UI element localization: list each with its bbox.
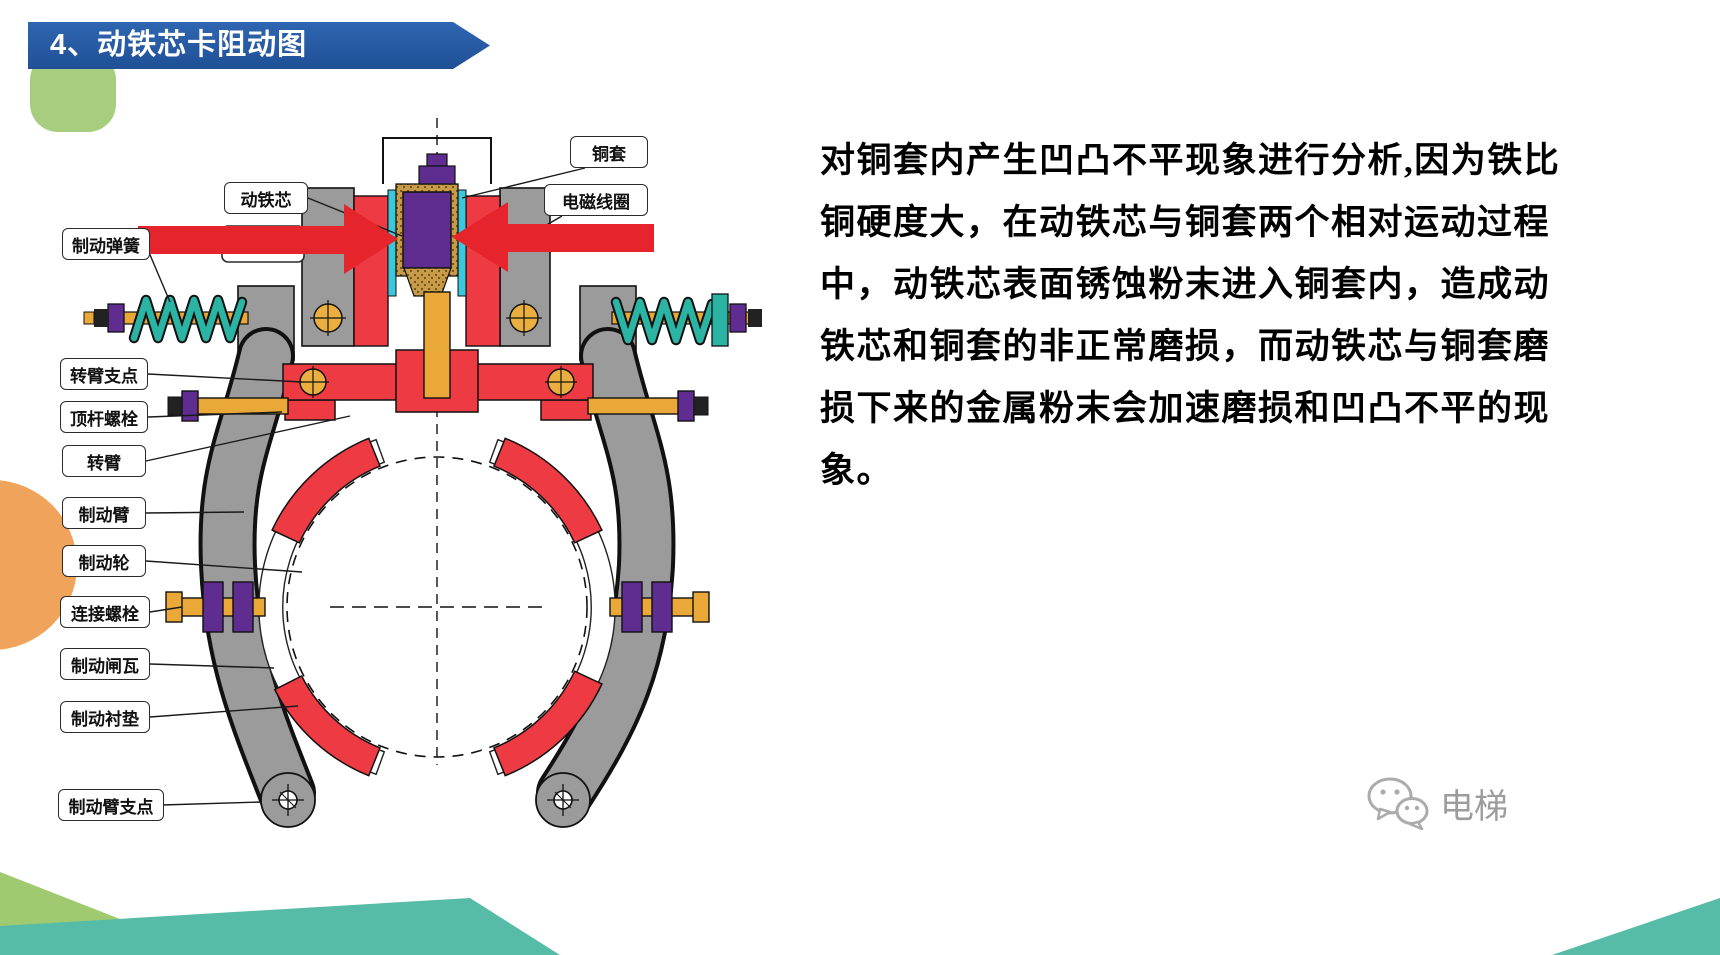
label-brake-arm-pivot: 制动臂支点 [58, 789, 164, 821]
brake-arm-pivot-left [260, 772, 316, 828]
top-bracket [382, 137, 492, 184]
jam-arrow-right [452, 202, 654, 272]
top-bolt [426, 153, 448, 167]
paragraph-line: 铁芯和铜套的非正常磨损，而动铁芯与铜套磨 [820, 327, 1551, 366]
label-copper-sleeve: 铜套 [570, 136, 648, 168]
slide-title-banner: 4、动铁芯卡阻动图 [28, 22, 490, 69]
watermark-text: 电梯 [1440, 787, 1508, 826]
paragraph-line: 损下来的金属粉末会加速磨损和凹凸不平的现 [820, 389, 1551, 428]
brake-spring-right [610, 293, 762, 347]
label-arm-pivot: 转臂支点 [60, 358, 148, 390]
label-brake-shoe: 制动闸瓦 [60, 648, 150, 680]
push-rod [423, 291, 451, 399]
paragraph-line: 中，动铁芯表面锈蚀粉末进入铜套内，造成动 [820, 265, 1551, 304]
label-brake-arm: 制动臂 [62, 497, 146, 529]
wechat-watermark: 电梯 [1366, 776, 1508, 830]
brake-arm-pivot-right [535, 772, 591, 828]
label-electromagnetic-coil: 电磁线圈 [544, 184, 648, 216]
moving-iron-core-part [402, 191, 452, 269]
label-push-rod-bolt: 顶杆螺栓 [60, 401, 148, 433]
brake-arm-right [536, 285, 676, 822]
decor-teal-triangle-bottomright [1552, 898, 1720, 955]
label-brake-lining: 制动衬垫 [60, 701, 150, 733]
push-rod-bolt-right [587, 390, 709, 422]
label-rotating-arm: 转臂 [62, 445, 146, 477]
brake-spring-left [83, 294, 249, 344]
label-brake-wheel: 制动轮 [62, 545, 146, 577]
label-brake-spring: 制动弹簧 [62, 228, 150, 260]
electromagnet-assembly [301, 137, 551, 399]
decor-orange-semicircle [0, 480, 77, 650]
decor-green-blob-topleft [30, 52, 116, 132]
paragraph-line: 对铜套内产生凹凸不平现象进行分析,因为铁比 [820, 141, 1561, 180]
top-bolt-flange [418, 165, 456, 185]
brake-wheel-circle [286, 456, 588, 758]
leader-lines [145, 167, 586, 806]
label-connecting-bolt: 连接螺栓 [60, 596, 150, 628]
analysis-paragraph: 对铜套内产生凹凸不平现象进行分析,因为铁比 铜硬度大，在动铁芯与铜套两个相对运动… [820, 130, 1610, 502]
paragraph-line: 象。 [820, 451, 894, 490]
connecting-bolt-left [165, 581, 266, 633]
paragraph-line: 铜硬度大，在动铁芯与铜套两个相对运动过程 [820, 203, 1551, 242]
wechat-icon [1367, 777, 1429, 830]
connecting-bolt-right [609, 581, 710, 633]
jam-arrow-left [138, 204, 398, 274]
brake-shoes [271, 437, 603, 777]
label-moving-iron-core: 动铁芯 [224, 182, 308, 214]
slide-title: 4、动铁芯卡阻动图 [50, 29, 308, 61]
decor-teal-band-bottom [0, 898, 560, 955]
